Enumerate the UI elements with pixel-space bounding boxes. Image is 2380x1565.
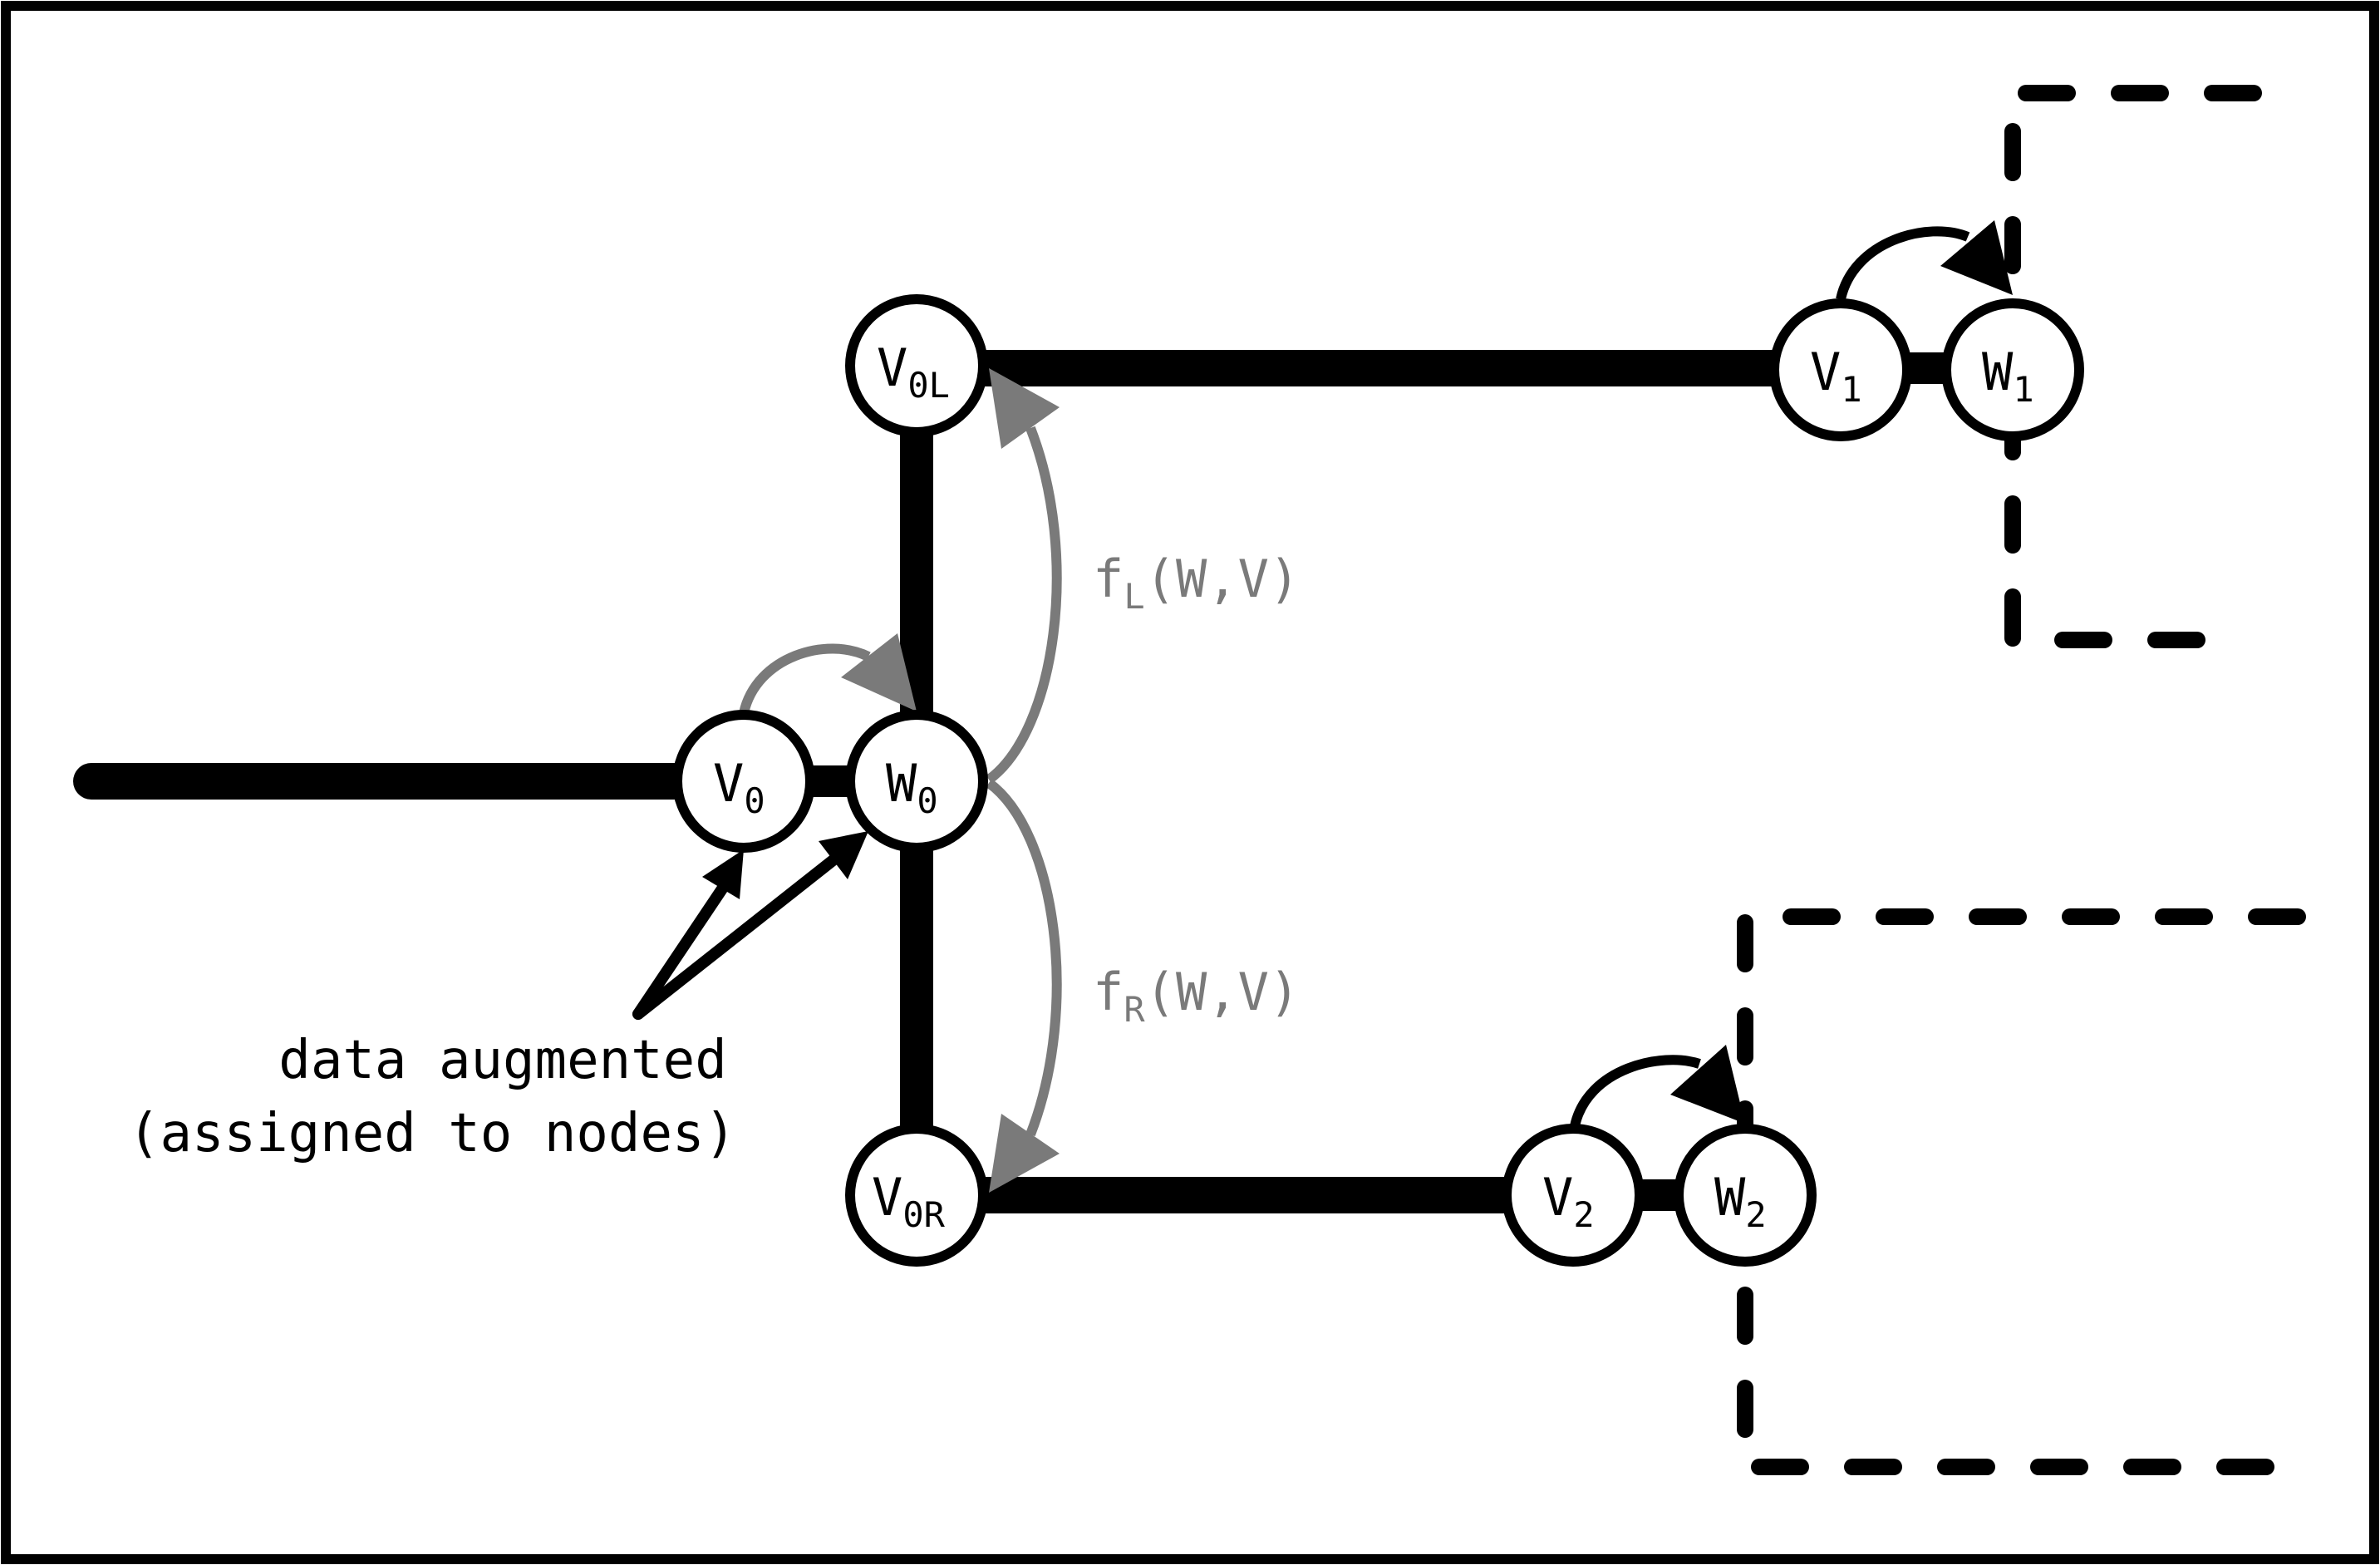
node-w1-subscript: 1	[2013, 369, 2033, 410]
arrow-fl-curve	[986, 426, 1062, 784]
function-label-right: fR(W,V)	[1093, 962, 1300, 1030]
node-v0l-subscript: 0L	[907, 365, 950, 406]
node-v0r-circle	[845, 1124, 988, 1267]
svg-text:W2: W2	[1714, 1167, 1767, 1235]
node-w1: W1	[1941, 298, 2084, 441]
node-v1-circle	[1769, 298, 1912, 441]
node-v2-circle	[1502, 1124, 1645, 1267]
arrow-v1-w1-head	[1940, 220, 2013, 295]
svg-text:V1: V1	[1810, 342, 1862, 410]
arrow-fr-head	[989, 1114, 1060, 1193]
annotation-line2: (assigned to nodes)	[128, 1103, 736, 1164]
annotation-line1: data augmented	[278, 1030, 726, 1091]
graph-nodes: V0L V0 W0 V0R V1 W1 V2 W2	[672, 294, 2084, 1267]
node-w2-circle	[1674, 1124, 1817, 1267]
node-v1-subscript: 1	[1841, 369, 1861, 410]
function-left-f: f	[1093, 549, 1124, 609]
node-v0-label: V	[713, 753, 744, 814]
function-right-f: f	[1093, 962, 1124, 1022]
node-w0-label: W	[886, 753, 917, 814]
arrow-v0-w0-curve	[739, 643, 871, 715]
function-labels: fL(W,V) fR(W,V)	[1093, 549, 1300, 1030]
node-w0-subscript: 0	[917, 780, 937, 821]
node-v0l: V0L	[845, 294, 988, 437]
anno-arrow-to-w0-head	[819, 831, 868, 879]
node-w2: W2	[1674, 1124, 1817, 1267]
node-v0l-circle	[845, 294, 988, 437]
arrow-fr-curve	[986, 779, 1062, 1137]
svg-text:W1: W1	[1982, 342, 2034, 410]
svg-text:V0R: V0R	[872, 1167, 946, 1235]
function-left-args: (W,V)	[1145, 549, 1301, 609]
node-w1-circle	[1941, 298, 2084, 441]
anno-arrow-to-w0-shaft	[632, 853, 841, 1020]
node-w1-label: W	[1982, 342, 2014, 402]
node-v0l-label: V	[877, 337, 907, 398]
node-v1: V1	[1769, 298, 1912, 441]
arrow-v2-w2-head	[1670, 1045, 1745, 1124]
anno-arrow-to-v0-head	[702, 849, 744, 899]
node-v0: V0	[672, 710, 815, 853]
node-v1-label: V	[1810, 342, 1841, 402]
node-v0-subscript: 0	[744, 780, 765, 821]
function-left-subscript: L	[1124, 576, 1144, 617]
function-right-args: (W,V)	[1145, 962, 1301, 1022]
recurrent-arrows	[1570, 220, 2013, 1128]
svg-text:W0: W0	[886, 753, 938, 821]
function-label-left: fL(W,V)	[1093, 549, 1300, 617]
node-w0: W0	[845, 710, 988, 853]
graph-edges	[73, 350, 1964, 1213]
node-v2-label: V	[1542, 1167, 1573, 1228]
node-v2-subscript: 2	[1573, 1194, 1594, 1235]
node-w0-circle	[845, 710, 988, 853]
node-v0-circle	[672, 710, 815, 853]
arrow-v0-w0-head	[841, 633, 917, 711]
function-right-subscript: R	[1124, 989, 1145, 1030]
node-v0r-label: V	[872, 1167, 902, 1228]
anno-arrow-to-v0-shaft	[632, 882, 729, 1020]
svg-text:V2: V2	[1542, 1167, 1595, 1235]
dashed-frame-lower	[1737, 908, 2306, 1475]
node-v2: V2	[1502, 1124, 1645, 1267]
arrow-v1-w1-curve	[1836, 226, 1970, 301]
node-w2-subscript: 2	[1745, 1194, 1766, 1235]
node-v0r-subscript: 0R	[902, 1194, 945, 1235]
svg-text:V0: V0	[713, 753, 765, 821]
node-w2-label: W	[1714, 1167, 1746, 1228]
svg-text:V0L: V0L	[877, 337, 950, 406]
annotation: data augmented (assigned to nodes)	[128, 1030, 736, 1164]
arrow-v2-w2-curve	[1570, 1055, 1701, 1128]
function-arrows	[739, 368, 1062, 1193]
annotation-arrows	[632, 831, 868, 1020]
arrow-fl-head	[989, 368, 1060, 449]
node-v0r: V0R	[845, 1124, 988, 1267]
